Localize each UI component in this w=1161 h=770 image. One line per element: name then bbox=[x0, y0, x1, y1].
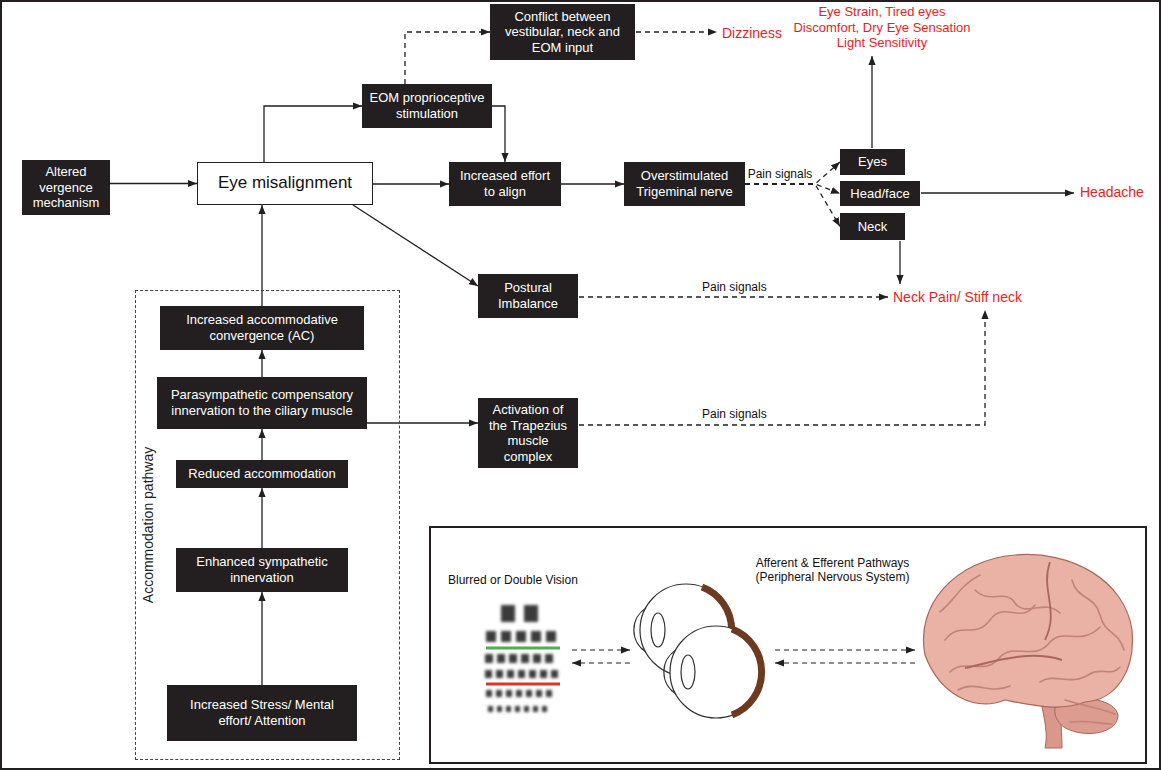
pathway-group: Accommodation pathway Increased accommoda… bbox=[135, 290, 400, 760]
process-box: Increased Stress/ Mental effort/ Attenti… bbox=[167, 685, 357, 741]
chart-letters bbox=[485, 605, 558, 712]
process-box: Enhanced sympathetic innervation bbox=[176, 548, 348, 592]
process-box: Parasympathetic compensatory innervation… bbox=[157, 377, 367, 429]
box-text: Eyes bbox=[858, 154, 887, 170]
box-text: Enhanced sympathetic innervation bbox=[182, 554, 342, 585]
leader-arrow bbox=[579, 310, 985, 425]
symptom-label: Eye Strain, Tired eyes Discomfort, Dry E… bbox=[790, 4, 974, 51]
process-box: Increased accommodative convergence (AC) bbox=[160, 306, 364, 350]
pathway-arrow bbox=[775, 649, 915, 650]
flow-arrow bbox=[492, 106, 505, 162]
box-text: Reduced accommodation bbox=[188, 466, 335, 482]
process-box: Overstimulated Trigeminal nerve bbox=[624, 162, 745, 206]
flow-arrow bbox=[561, 183, 624, 184]
flow-arrow bbox=[745, 162, 840, 184]
box-text: Increased accommodative convergence (AC) bbox=[166, 312, 358, 343]
symptom-label: Dizziness bbox=[722, 25, 782, 42]
symptom-leaders bbox=[579, 32, 1074, 425]
inset-frame bbox=[430, 527, 1146, 763]
flow-arrow bbox=[405, 32, 490, 84]
signal-label: Pain signals bbox=[700, 407, 769, 421]
brain-illustration bbox=[923, 554, 1132, 748]
leader-arrow bbox=[899, 241, 900, 284]
box-text: Increased Stress/ Mental effort/ Attenti… bbox=[173, 697, 351, 728]
process-box: Postural Imbalance bbox=[478, 274, 578, 318]
process-box: Neck bbox=[840, 213, 905, 240]
eye-illustration bbox=[634, 584, 762, 718]
pathway-arrow bbox=[572, 649, 630, 650]
flow-arrow bbox=[745, 184, 840, 194]
signal-label: Pain signals bbox=[700, 280, 769, 294]
state-box: Eye misalignment bbox=[197, 162, 373, 205]
figure-label: Afferent & Efferent Pathways (Peripheral… bbox=[740, 556, 925, 585]
process-box: Conflict between vestibular, neck and EO… bbox=[490, 4, 635, 60]
box-text: Increased effort to align bbox=[455, 168, 555, 199]
pathway-arrow bbox=[572, 662, 630, 663]
box-text: Overstimulated Trigeminal nerve bbox=[630, 168, 739, 199]
flow-arrow bbox=[745, 184, 840, 227]
eye-chart bbox=[478, 598, 564, 724]
process-box: Activation of the Trapezius muscle compl… bbox=[478, 398, 578, 468]
chart-ground bbox=[478, 598, 564, 724]
box-text: Head/face bbox=[850, 186, 909, 202]
process-box: Altered vergence mechanism bbox=[22, 160, 110, 215]
chart-line bbox=[486, 647, 560, 650]
flow-arrow bbox=[110, 183, 197, 184]
process-box: Head/face bbox=[840, 181, 920, 206]
flow-arrow bbox=[264, 106, 362, 162]
box-text: Postural Imbalance bbox=[484, 280, 572, 311]
flow-arrow bbox=[367, 422, 478, 423]
flow-arrow bbox=[261, 350, 262, 377]
edge-label: Pain signals bbox=[746, 167, 815, 181]
box-text: Activation of the Trapezius muscle compl… bbox=[484, 402, 572, 464]
flow-arrow bbox=[353, 205, 478, 286]
box-text: EOM proprioceptive stimulation bbox=[368, 90, 486, 121]
process-box: Eyes bbox=[840, 149, 905, 175]
flow-arrow bbox=[261, 592, 262, 685]
symptom-label: Neck Pain/ Stiff neck bbox=[893, 289, 1022, 306]
box-text: Altered vergence mechanism bbox=[28, 164, 104, 211]
leader-arrow bbox=[871, 56, 872, 148]
eyeball bbox=[664, 626, 762, 718]
box-text: Eye misalignment bbox=[218, 173, 352, 193]
group-title: Accommodation pathway bbox=[141, 447, 156, 603]
flow-arrow bbox=[261, 488, 262, 548]
leader-arrow bbox=[636, 31, 717, 32]
process-box: EOM proprioceptive stimulation bbox=[362, 84, 492, 128]
symptom-label: Headache bbox=[1080, 184, 1144, 201]
pathway-arrow bbox=[775, 662, 915, 663]
box-text: Neck bbox=[858, 219, 888, 235]
leader-arrow bbox=[921, 192, 1074, 193]
leader-arrow bbox=[579, 296, 888, 297]
chart-line bbox=[486, 683, 560, 686]
flow-arrow bbox=[373, 183, 449, 184]
process-box: Increased effort to align bbox=[449, 162, 561, 206]
flow-arrow bbox=[261, 429, 262, 460]
figure-label: Blurred or Double Vision bbox=[448, 573, 578, 587]
box-text: Conflict between vestibular, neck and EO… bbox=[496, 9, 629, 56]
process-box: Reduced accommodation bbox=[176, 460, 348, 488]
box-text: Parasympathetic compensatory innervation… bbox=[163, 387, 361, 418]
